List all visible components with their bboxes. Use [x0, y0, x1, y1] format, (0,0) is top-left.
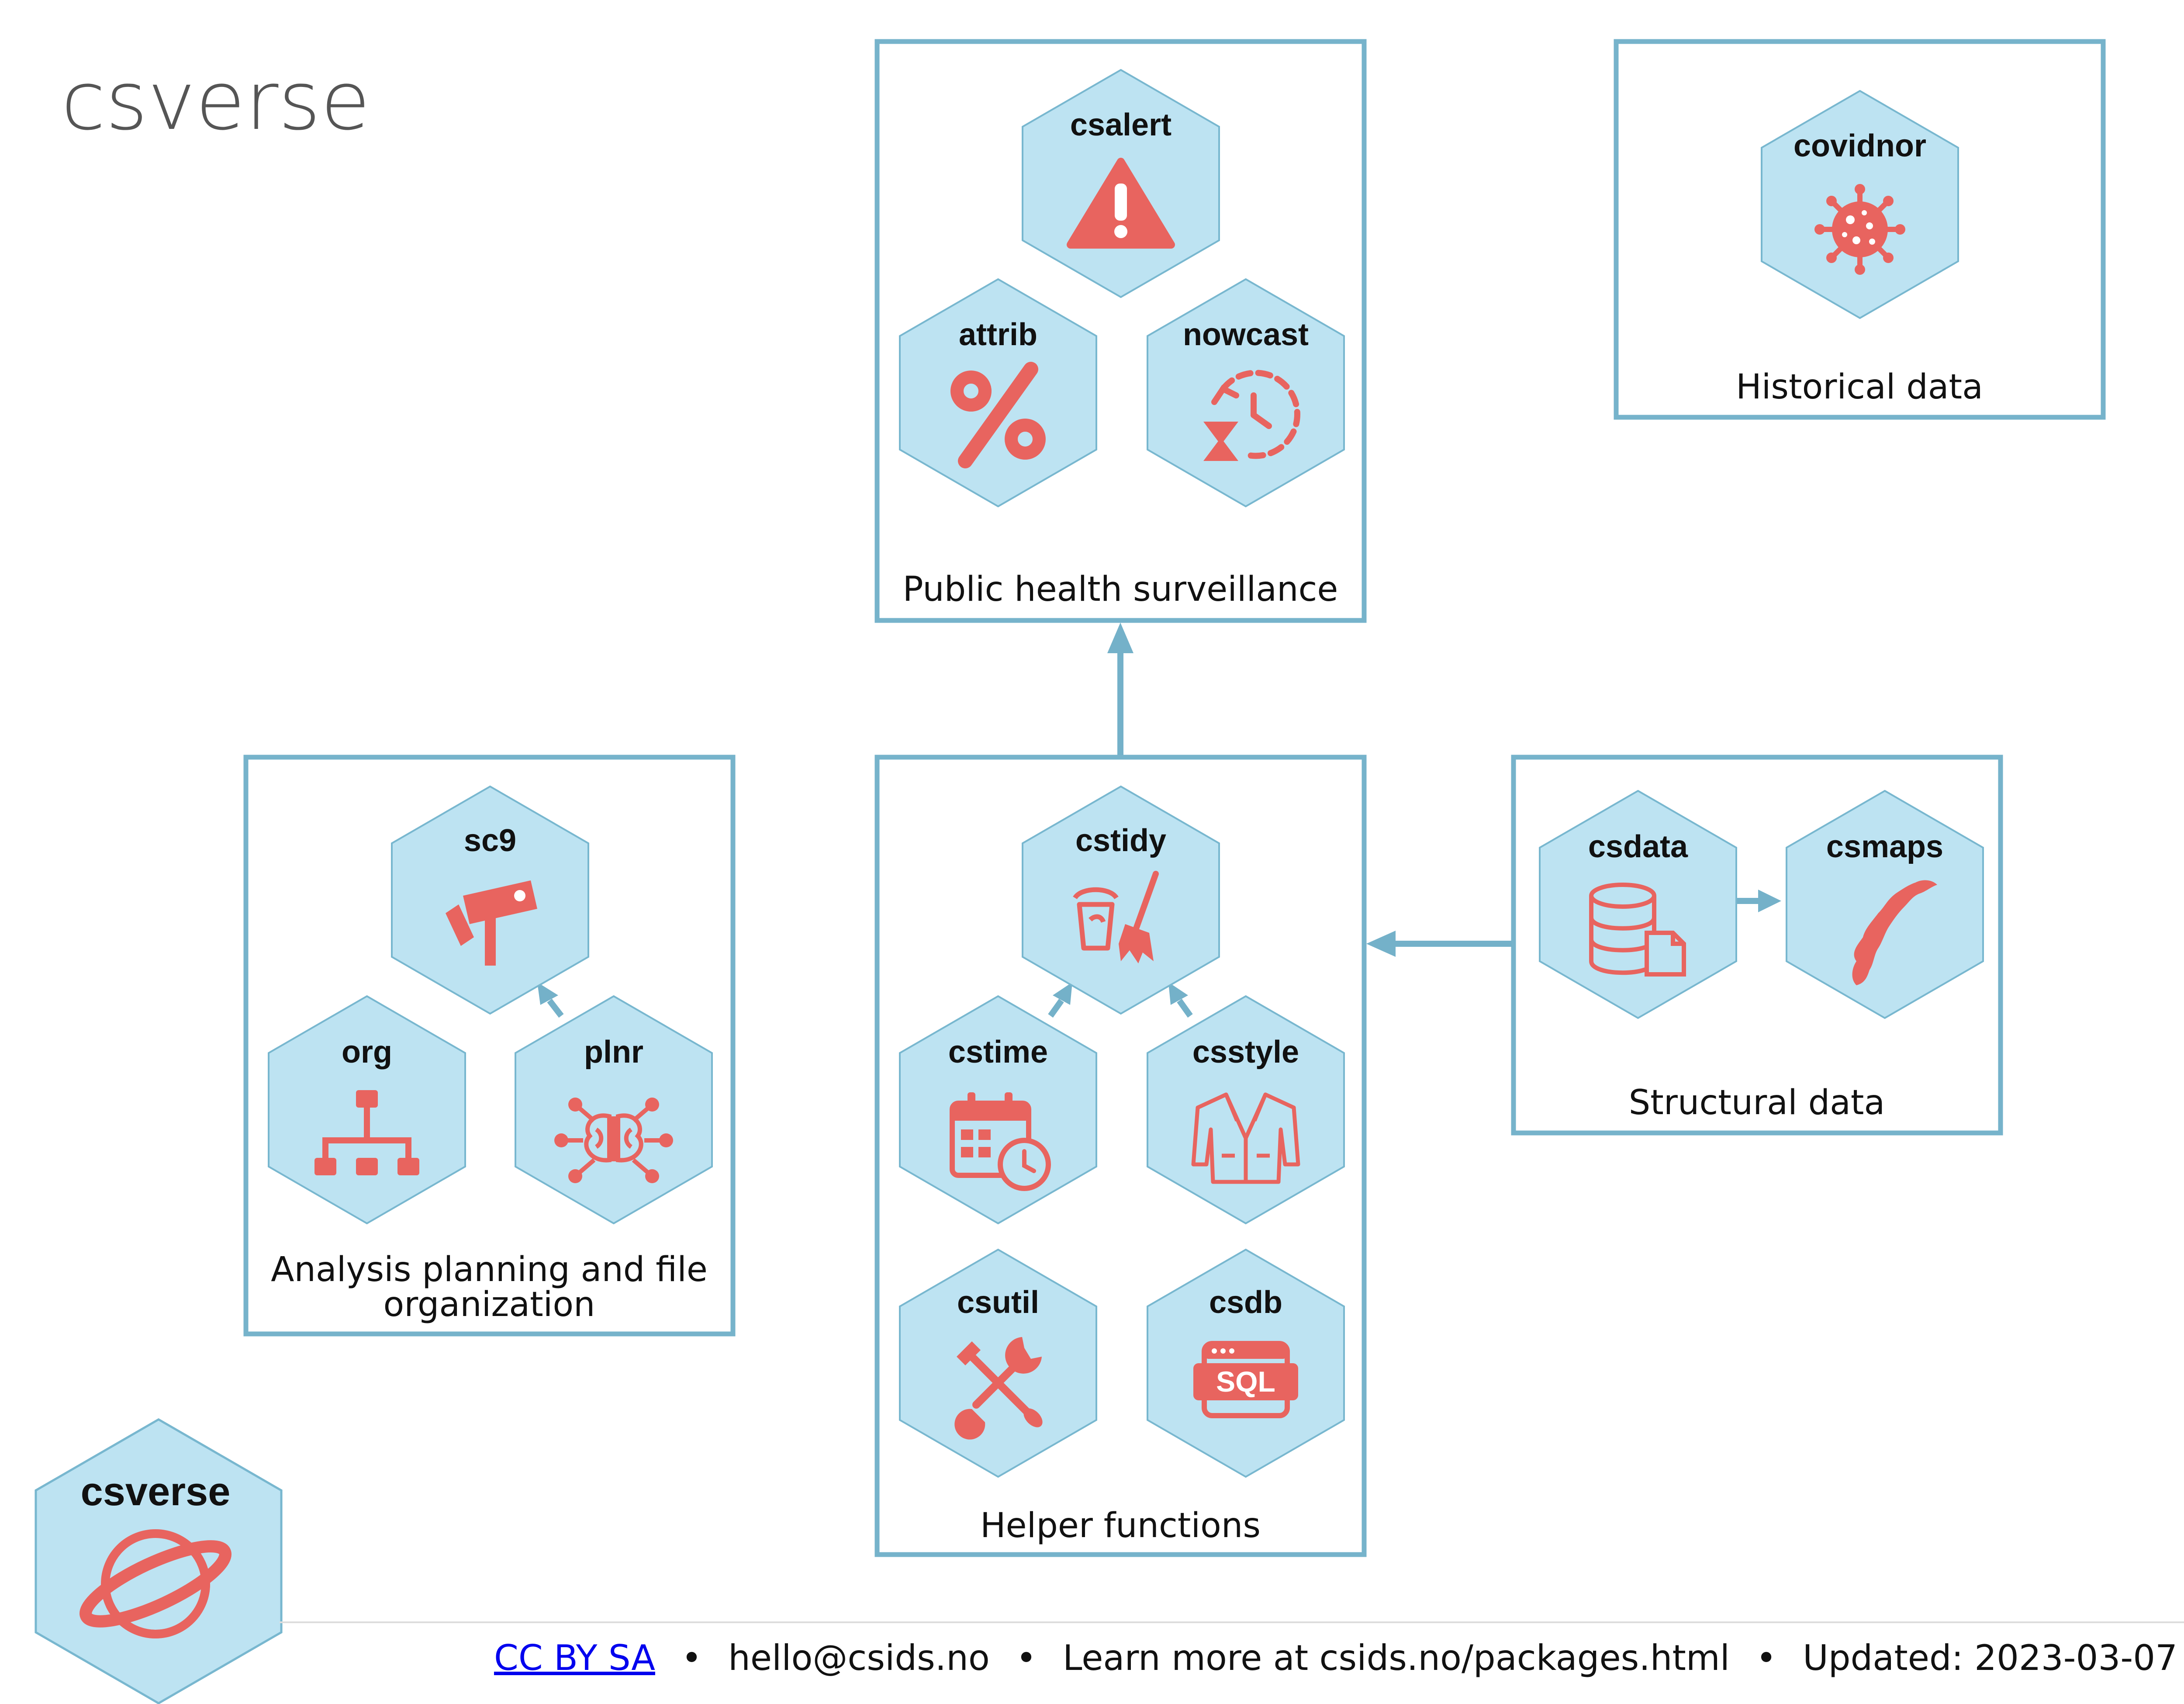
calendar-clock-icon [950, 1092, 1051, 1191]
virus-icon [1814, 184, 1905, 275]
hex-org[interactable]: org [268, 995, 466, 1224]
footer-separator: • [1756, 1638, 1776, 1678]
arrow-csstyle-to-cstidy [1168, 982, 1193, 1018]
hex-label-nowcast: nowcast [1183, 317, 1309, 352]
group-historical-data: Historical data [1614, 39, 2106, 420]
warning-icon [1067, 158, 1175, 249]
brain-network-icon [554, 1098, 673, 1183]
hex-csmaps[interactable]: csmaps [1786, 790, 1984, 1019]
footer-updated: Updated: 2023-03-07 [1803, 1638, 2177, 1678]
hex-csstyle[interactable]: csstyle [1147, 995, 1345, 1224]
footer-learn-more: Learn more at csids.no/packages.html [1063, 1638, 1730, 1678]
footer-separator: • [681, 1638, 702, 1678]
hex-label-csutil: csutil [957, 1285, 1039, 1320]
jacket-icon [1191, 1092, 1300, 1184]
group-public-health-surveillance: Public health surveillance [874, 39, 1367, 623]
footer-separator: • [1016, 1638, 1037, 1678]
hex-sc9[interactable]: sc9 [391, 786, 589, 1015]
hex-label-plnr: plnr [584, 1035, 643, 1070]
history-clock-icon [1203, 370, 1300, 461]
group-helper-functions: Helper functions [874, 755, 1367, 1557]
svg-text:SQL: SQL [1216, 1365, 1275, 1398]
hex-label-csalert: csalert [1070, 107, 1171, 142]
group-analysis-planning: Analysis planning and file organization [243, 755, 736, 1337]
group-label-surveillance: Public health surveillance [903, 570, 1338, 609]
hex-label-cstidy: cstidy [1075, 823, 1166, 858]
group-label-historical: Historical data [1736, 367, 1983, 407]
hex-label-covidnor: covidnor [1794, 128, 1926, 163]
footer: CC BY SA • hello@csids.no • Learn more a… [494, 1638, 2177, 1678]
hex-attrib[interactable]: attrib [899, 278, 1097, 507]
group-structural-data: Structural data [1511, 755, 2003, 1136]
hex-cstime[interactable]: cstime [899, 995, 1097, 1224]
hex-label-sc9: sc9 [464, 823, 516, 858]
arrow-structural-to-helper [1366, 931, 1512, 957]
hex-label-attrib: attrib [959, 317, 1037, 352]
hex-plnr[interactable]: plnr [515, 995, 713, 1224]
hex-csalert[interactable]: csalert [1022, 69, 1220, 298]
hex-label-cstime: cstime [948, 1035, 1048, 1070]
hex-label-csdata: csdata [1588, 829, 1688, 864]
org-chart-icon [314, 1090, 419, 1175]
planet-icon [79, 1529, 232, 1638]
license-link[interactable]: CC BY SA [494, 1638, 655, 1678]
hex-csutil[interactable]: csutil [899, 1249, 1097, 1478]
broom-bucket-icon [1073, 871, 1159, 963]
hex-label-csstyle: csstyle [1192, 1035, 1299, 1070]
footer-email: hello@csids.no [728, 1638, 990, 1678]
hex-csverse[interactable]: csverse [36, 1420, 281, 1704]
hex-label-csverse: csverse [81, 1469, 231, 1514]
hex-nowcast[interactable]: nowcast [1147, 278, 1345, 507]
group-label-analysis-line2: organization [384, 1285, 595, 1324]
hex-covidnor[interactable]: covidnor [1761, 90, 1959, 319]
norway-map-icon [1852, 880, 1937, 985]
arrow-csdata-to-csmaps [1732, 890, 1781, 912]
hex-label-csmaps: csmaps [1826, 829, 1943, 864]
database-file-icon [1589, 883, 1686, 977]
tools-icon [954, 1337, 1043, 1440]
group-label-structural: Structural data [1629, 1083, 1885, 1122]
hex-label-org: org [342, 1035, 392, 1070]
percent-icon [950, 362, 1046, 468]
group-label-helper: Helper functions [980, 1506, 1261, 1545]
page-title: csverse [61, 54, 370, 148]
sql-icon: SQL [1193, 1341, 1298, 1418]
hex-cstidy[interactable]: cstidy [1022, 786, 1220, 1015]
camera-icon [446, 880, 537, 966]
group-label-analysis-line1: Analysis planning and file [271, 1250, 708, 1289]
arrow-cstime-to-cstidy [1048, 982, 1072, 1018]
hex-csdb[interactable]: csdb SQL [1147, 1249, 1345, 1478]
hex-csdata[interactable]: csdata [1539, 790, 1737, 1019]
arrow-helper-to-surveillance [1107, 623, 1133, 755]
arrow-plnr-to-sc9 [537, 982, 564, 1018]
hex-label-csdb: csdb [1209, 1285, 1282, 1320]
